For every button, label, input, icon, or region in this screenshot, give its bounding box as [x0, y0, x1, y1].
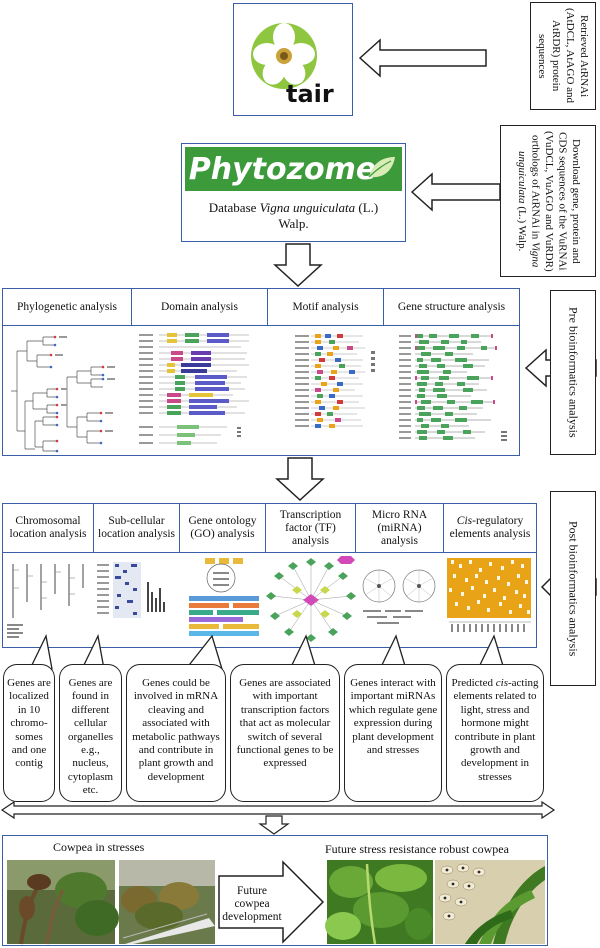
bubble-tails	[28, 633, 505, 670]
cis-heatmap-thumbnail	[447, 558, 531, 632]
phytozome-side-label: Download gene, protein and CDS sequences…	[500, 125, 596, 277]
future-development-arrow	[218, 860, 325, 944]
tf-network-thumbnail	[266, 556, 356, 642]
gene-ontology-thumbnail	[189, 558, 259, 636]
tair-side-label: Retrieved AtRNAi (AtDCL, AtAGO and AtRDR…	[530, 2, 596, 110]
pre-header-domain: Domain analysis	[131, 289, 267, 325]
pre-analysis-panel: Phylogenetic analysis Domain analysis Mo…	[2, 288, 520, 456]
pre-header-divider	[3, 325, 519, 326]
pre-header-gene-structure: Gene structure analysis	[383, 289, 519, 325]
phytozome-logo-text: Phytozome	[188, 151, 377, 187]
phytozome-box: Phytozome Database Vigna unguiculata (L.…	[181, 143, 406, 242]
future-development-label: Future cowpea development	[222, 884, 282, 923]
mirna-network-thumbnail	[362, 569, 436, 624]
pre-header-motif: Motif analysis	[267, 289, 383, 325]
phytozome-database-label: Database Vigna unguiculata (L.) Walp.	[208, 200, 379, 231]
robust-cowpea-photo-2	[435, 860, 545, 944]
motif-analysis-thumbnail	[295, 334, 375, 428]
finding-transcription-factor: Genes are associated with important tran…	[230, 664, 340, 802]
robust-cowpea-photo-1	[325, 860, 433, 945]
phylogenetic-tree-thumbnail	[11, 335, 115, 453]
pre-header-phylogenetic: Phylogenetic analysis	[17, 300, 117, 313]
finding-gene-ontology: Genes could be involved in mRNA cleaving…	[126, 664, 226, 802]
post-header-mirna: Micro RNA (miRNA) analysis	[355, 504, 443, 552]
post-header-gene-ontology: Gene ontology (GO) analysis	[179, 504, 265, 552]
finding-mirna: Genes interact with important miRNAs whi…	[344, 664, 442, 802]
post-header-subcellular: Sub-cellular location analysis	[93, 504, 179, 552]
tair-logo-text: tair	[286, 80, 334, 108]
tair-flower-logo	[251, 23, 317, 89]
future-cowpea-title: Future stress resistance robust cowpea	[325, 842, 509, 856]
post-header-transcription-factor: Transcription factor (TF) analysis	[265, 504, 355, 552]
outcome-panel: Cowpea in stresses Future stress resista…	[2, 835, 548, 946]
phytozome-banner: Phytozome	[185, 147, 402, 191]
arrow-down-2	[275, 457, 325, 502]
pre-side-label: Pre bioinformatics analysis	[550, 290, 596, 455]
chromosome-map-thumbnail	[7, 564, 84, 638]
finding-chromosomal: Genes are localized in 10 chromo-somes a…	[3, 664, 55, 802]
post-side-label: Post bioinformatics analysis	[550, 491, 596, 686]
post-analysis-panel: Chromosomal location analysis Sub-cellul…	[2, 503, 537, 648]
post-header-divider	[3, 552, 536, 553]
domain-analysis-thumbnail	[139, 333, 249, 445]
leaf-icon	[368, 157, 395, 178]
subcellular-thumbnail	[97, 562, 165, 618]
arrow-tair	[358, 38, 487, 78]
stressed-cowpea-photo-2	[119, 860, 215, 944]
arrow-down-1	[273, 243, 323, 288]
post-header-chromosomal: Chromosomal location analysis	[9, 515, 87, 540]
arrow-phytozome	[410, 172, 501, 212]
cowpea-stress-title: Cowpea in stresses	[53, 840, 145, 854]
post-header-cis-regulatory: Cis-regulatory elements analysis	[443, 504, 536, 552]
stressed-cowpea-photo-1	[7, 860, 119, 945]
finding-subcellular: Genes are found in different cellular or…	[59, 664, 122, 802]
tair-box: tair	[233, 3, 353, 116]
gene-structure-thumbnail	[399, 334, 507, 441]
finding-cis-regulatory: Predicted cis-acting elements related to…	[446, 664, 544, 802]
double-arrow-connector	[0, 800, 556, 835]
